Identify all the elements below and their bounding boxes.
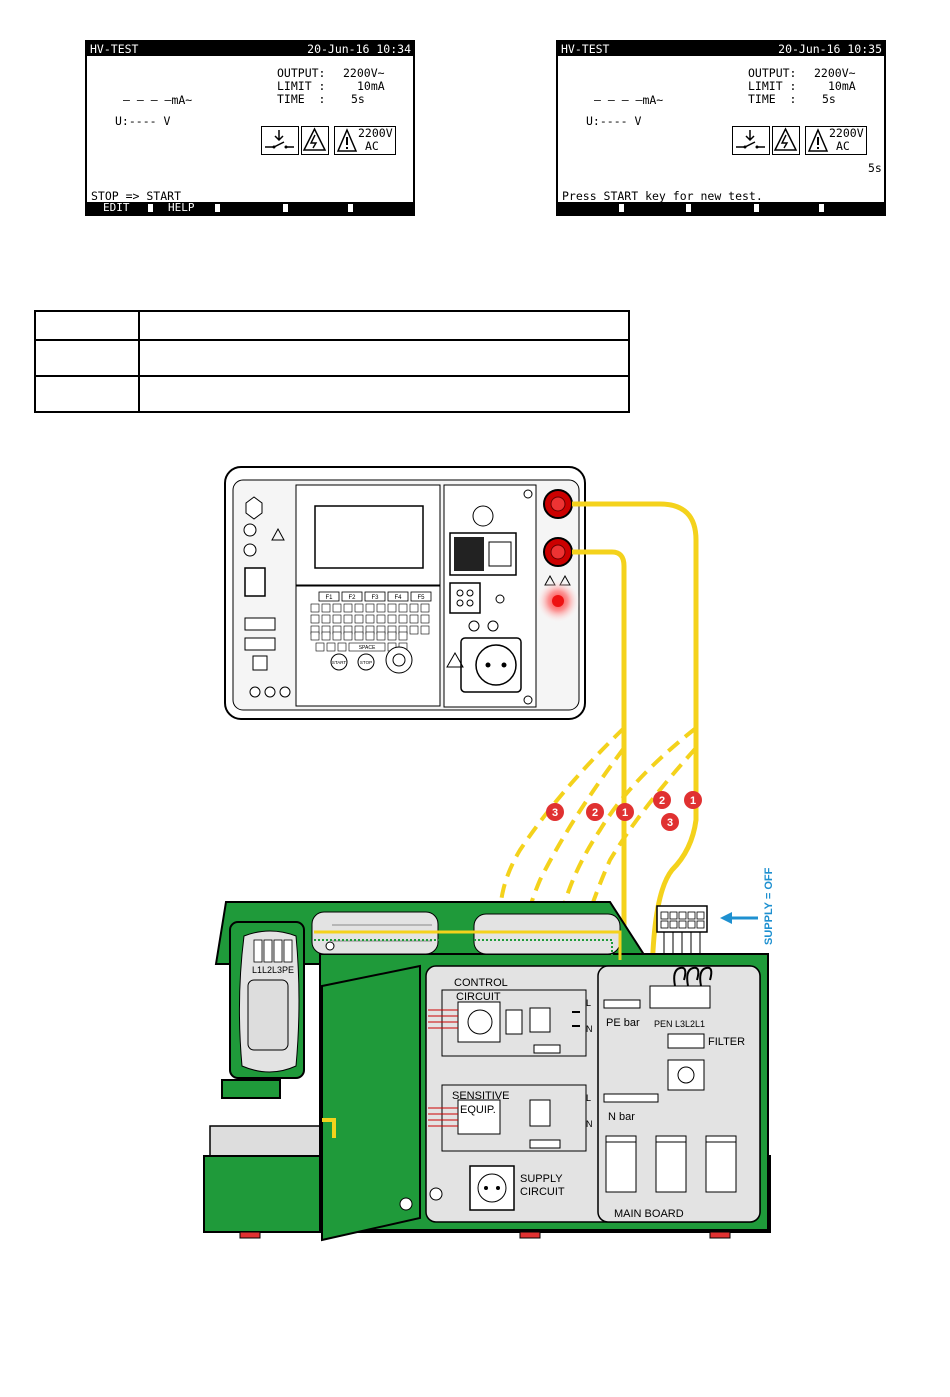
hv-warning-icon <box>772 126 800 155</box>
label-n-sensitive: N <box>586 1119 593 1129</box>
limit-value: 10mA <box>828 79 856 93</box>
machine-labels: CONTROL CIRCUIT SENSITIVE EQUIP. SUPPLY … <box>452 977 745 1220</box>
soft-key-bar: EDIT HELP <box>87 202 413 214</box>
key-f1[interactable]: F1 <box>325 595 333 601</box>
limit-value: 10mA <box>357 79 385 93</box>
output-label: OUTPUT: <box>277 66 326 80</box>
voltage-reading: U:---- V <box>586 114 642 128</box>
symbol-type: AC <box>365 139 379 153</box>
supply-off-label: SUPPLY = OFF <box>763 867 775 945</box>
test-leads <box>572 501 699 991</box>
hv-warning-icon <box>301 126 329 155</box>
soft-key-3[interactable] <box>754 204 759 212</box>
table-row <box>34 375 630 413</box>
motor-terminals: L1L2L3PE <box>252 965 294 975</box>
label-n-control: N <box>586 1024 593 1034</box>
marker-1: 1 <box>690 795 696 807</box>
table-row <box>34 339 630 377</box>
supply-circuit-line2: CIRCUIT <box>520 1186 565 1198</box>
output-value: 2200V~ <box>814 66 856 80</box>
lead-markers: 3 2 1 2 1 3 <box>546 791 702 831</box>
lcd-datetime: 20-Jun-16 10:35 <box>778 42 882 56</box>
lcd-title: HV-TEST <box>561 42 610 56</box>
control-circuit-title: CONTROL <box>454 977 508 989</box>
key-f4[interactable]: F4 <box>394 595 402 601</box>
time-label: TIME : <box>748 92 797 106</box>
key-f5[interactable]: F5 <box>417 595 425 601</box>
status-line: STOP => START <box>91 189 182 203</box>
lcd-title: HV-TEST <box>90 42 139 56</box>
switch-symbol-icon <box>732 126 770 155</box>
keypad[interactable]: F1 F2 F3 F4 F5 SPACE START STOP <box>310 591 432 674</box>
supply-terminal <box>656 905 758 955</box>
key-start[interactable]: START <box>332 660 347 665</box>
timer-readout: 5s <box>868 161 882 175</box>
soft-key-2[interactable] <box>686 204 691 212</box>
sensitive-equip-subtitle: EQUIP. <box>460 1104 496 1116</box>
terminal-labels: PEN L3L2L1 <box>654 1019 705 1029</box>
ac-voltage-warning-icon: 2200V AC <box>334 126 396 155</box>
lcd-datetime: 20-Jun-16 10:34 <box>307 42 411 56</box>
lcd-screen-2: HV-TEST 20-Jun-16 10:35 OUTPUT: 2200V~ L… <box>556 40 886 216</box>
table-row <box>34 310 630 341</box>
symbol-type: AC <box>836 139 850 153</box>
current-reading: — — — —mA~ <box>123 93 193 107</box>
supply-circuit-line1: SUPPLY <box>520 1173 563 1185</box>
marker-3: 3 <box>667 817 673 829</box>
main-board-label: MAIN BOARD <box>614 1208 684 1220</box>
lcd-header: HV-TEST 20-Jun-16 10:34 <box>87 42 413 56</box>
voltage-reading: U:---- V <box>115 114 171 128</box>
sensitive-equip-title: SENSITIVE <box>452 1090 509 1102</box>
marker-1: 1 <box>622 807 628 819</box>
tester-instrument: F1 F2 F3 F4 F5 SPACE START STOP <box>224 466 586 720</box>
time-value: 5s <box>822 92 836 106</box>
soft-key-bar <box>558 202 884 214</box>
time-value: 5s <box>351 92 365 106</box>
time-label: TIME : <box>277 92 326 106</box>
parameter-table <box>34 310 630 413</box>
limit-label: LIMIT : <box>277 79 326 93</box>
soft-key-edit[interactable]: EDIT <box>103 201 130 214</box>
marker-3: 3 <box>552 807 558 819</box>
label-l-sensitive: L <box>586 1093 591 1103</box>
limit-label: LIMIT : <box>748 79 797 93</box>
soft-key-4[interactable] <box>819 204 824 212</box>
symbol-voltage: 2200V <box>829 126 864 140</box>
key-f3[interactable]: F3 <box>371 595 379 601</box>
key-stop[interactable]: STOP <box>360 660 372 665</box>
current-reading: — — — —mA~ <box>594 93 664 107</box>
soft-key-1[interactable] <box>619 204 624 212</box>
pe-bar-label: PE bar <box>606 1017 640 1029</box>
symbol-voltage: 2200V <box>358 126 393 140</box>
output-label: OUTPUT: <box>748 66 797 80</box>
output-value: 2200V~ <box>343 66 385 80</box>
key-f2[interactable]: F2 <box>348 595 356 601</box>
status-line: Press START key for new test. <box>562 189 763 203</box>
lcd-screen-1: HV-TEST 20-Jun-16 10:34 OUTPUT: 2200V~ L… <box>85 40 415 216</box>
lcd-header: HV-TEST 20-Jun-16 10:35 <box>558 42 884 56</box>
marker-2: 2 <box>592 807 598 819</box>
control-circuit-subtitle: CIRCUIT <box>456 991 501 1003</box>
label-l-control: L <box>586 998 591 1008</box>
machine-cabinet: L1L2L3PE <box>203 901 771 1242</box>
switch-symbol-icon <box>261 126 299 155</box>
marker-2: 2 <box>659 795 665 807</box>
ac-voltage-warning-icon: 2200V AC <box>805 126 867 155</box>
n-bar-label: N bar <box>608 1111 635 1123</box>
key-space[interactable]: SPACE <box>359 645 376 651</box>
filter-label: FILTER <box>708 1036 745 1048</box>
soft-key-help[interactable]: HELP <box>168 201 195 214</box>
